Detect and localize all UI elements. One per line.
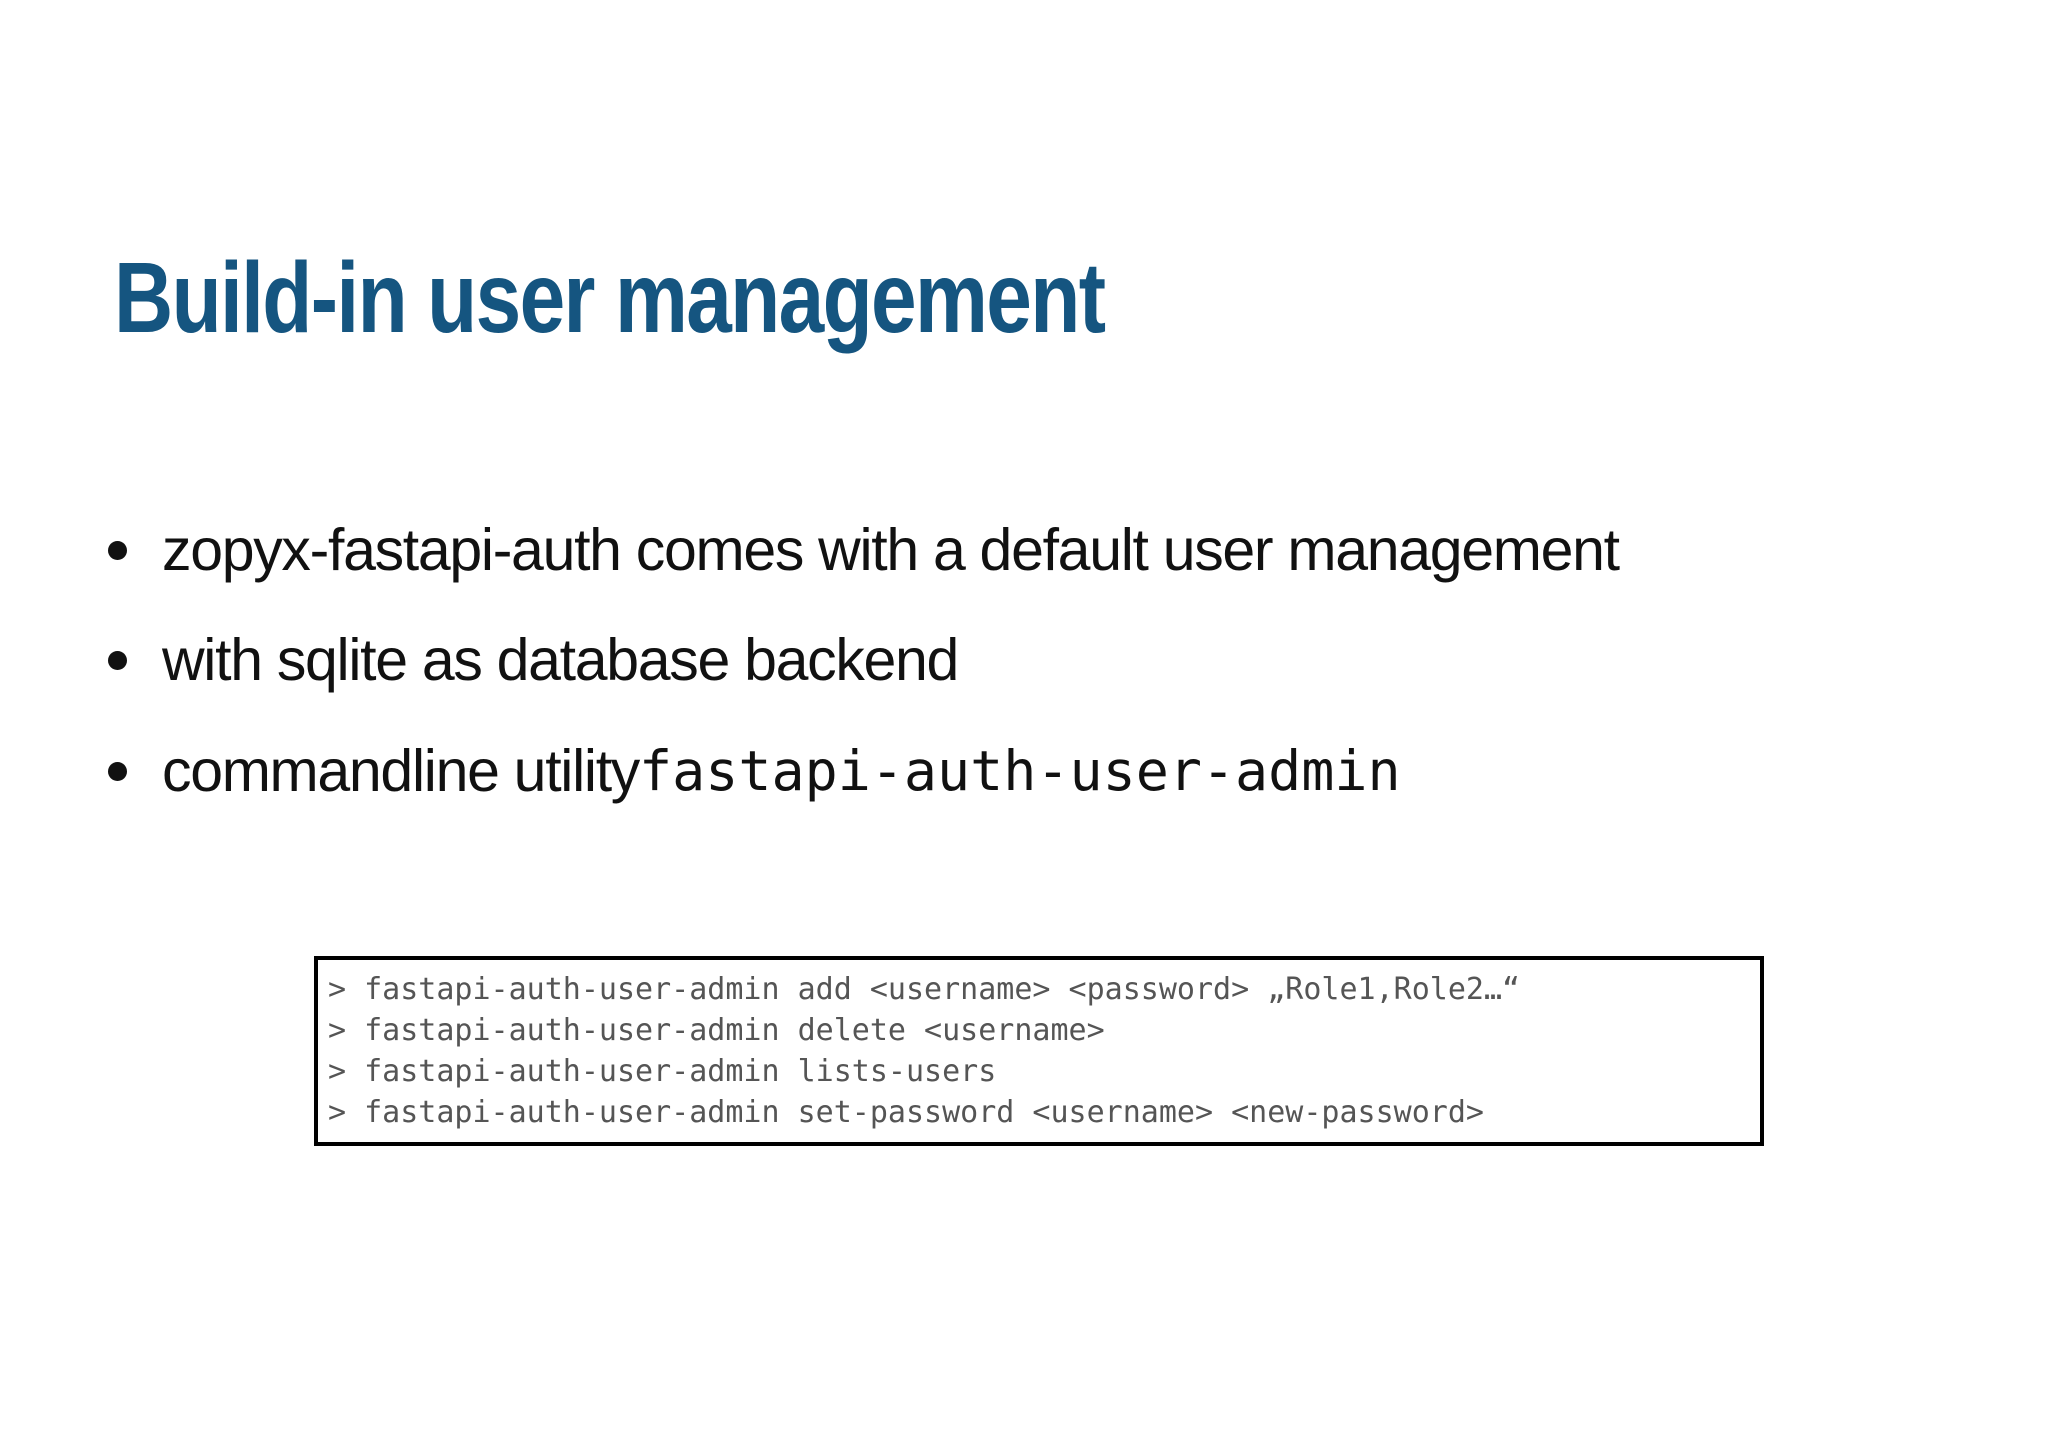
terminal-line: > fastapi-auth-user-admin set-password <… xyxy=(328,1095,1484,1130)
bullet-text: zopyx-fastapi-auth comes with a default … xyxy=(162,517,1620,583)
inline-code: fastapi-auth-user-admin xyxy=(639,739,1401,803)
list-item: with sqlite as database backend xyxy=(108,622,959,698)
bullet-marker-icon xyxy=(108,540,127,560)
terminal-code-block: > fastapi-auth-user-admin add <username>… xyxy=(314,956,1764,1146)
bullet-text: commandline utility xyxy=(162,738,640,804)
terminal-line: > fastapi-auth-user-admin add <username>… xyxy=(328,972,1521,1007)
page-title: Build-in user management xyxy=(114,242,1106,354)
bullet-marker-icon xyxy=(108,761,127,781)
list-item: zopyx-fastapi-auth comes with a default … xyxy=(108,512,1620,588)
bullet-text: with sqlite as database backend xyxy=(162,627,959,693)
terminal-line: > fastapi-auth-user-admin lists-users xyxy=(328,1054,997,1089)
list-item: commandline utility fastapi-auth-user-ad… xyxy=(108,733,1401,809)
bullet-marker-icon xyxy=(108,650,127,670)
terminal-line: > fastapi-auth-user-admin delete <userna… xyxy=(328,1013,1105,1048)
